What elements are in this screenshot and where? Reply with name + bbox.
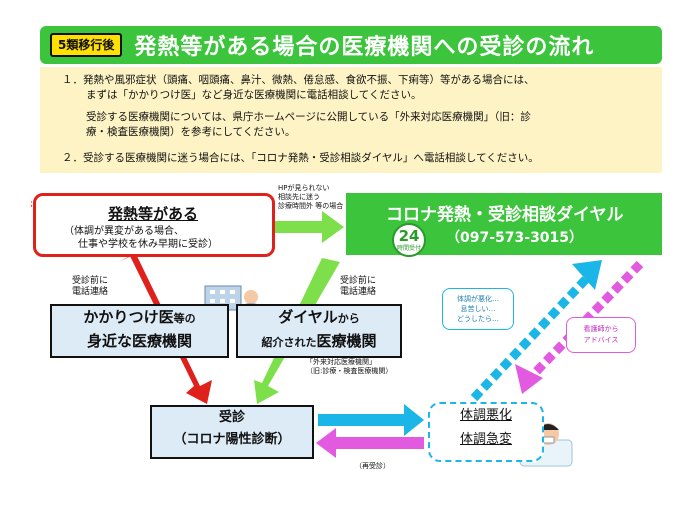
kakari-line-1a: かかりつけ医	[83, 308, 174, 326]
consult-line-2: （コロナ陽性診断）	[173, 432, 291, 447]
re-consult-label: （再受診）	[355, 462, 390, 470]
24h-badge: 24 時間受付	[392, 223, 426, 257]
dialmed-line-1b: から	[337, 312, 360, 325]
arrow-note-line-2: 相談先に迷う	[278, 193, 320, 201]
instruction-line-5: ２．受診する医療機関に迷う場合には、「コロナ発熱・受診相談ダイヤル」へ電話相談し…	[62, 152, 539, 164]
right-phone-note: 受診前に 電話連絡	[340, 276, 376, 298]
bubble-blue-line-1: 体調が悪化…	[457, 295, 499, 303]
phase-badge: 5類移行後	[50, 33, 123, 57]
title-banner: 5類移行後 発熱等がある場合の医療機関への受診の流れ	[40, 26, 662, 64]
kakari-line-2: 身近な医療機関	[86, 332, 192, 350]
fever-sub-line-1: （体調が異変がある場合、	[64, 226, 184, 237]
right-note-line-1: 受診前に	[340, 276, 377, 286]
outpatient-clinic-note: 「外来対応医療機関」 （旧:診療・検査医療機関）	[306, 358, 392, 376]
left-phone-note: 受診前に 電話連絡	[72, 276, 108, 298]
arrow-note-line-1: HPが見られない	[278, 184, 330, 192]
dial-title: コロナ発熱・受診相談ダイヤル	[386, 205, 624, 225]
change-line-1: 体調悪化	[459, 408, 512, 423]
instruction-box: １．発熱や風邪症状（頭痛、咽頭痛、鼻汁、微熱、倦怠感、食欲不振、下痢等）等がある…	[40, 67, 662, 173]
consult-line-1: 受診	[218, 410, 245, 425]
dialmed-line-2a: 紹介された	[261, 336, 317, 349]
kakari-line-1b: 等の	[173, 312, 196, 325]
arrow-blue-to-change	[318, 404, 424, 436]
arrow-note-line-3: 診療時間外 等の場合	[278, 202, 344, 210]
consultation-box: 受診 （コロナ陽性診断）	[150, 405, 314, 459]
family-doctor-box: かかりつけ医等の 身近な医療機関	[50, 304, 229, 358]
change-line-2: 体調急変	[459, 432, 512, 447]
condition-change-box: 体調悪化 体調急変	[428, 402, 544, 462]
arrow-pink-back	[316, 428, 424, 458]
instruction-line-1: １．発熱や風邪症状（頭痛、咽頭痛、鼻汁、微熱、倦怠感、食欲不振、下痢等）等がある…	[62, 74, 535, 86]
referred-clinic-box: ダイヤルから 紹介された医療機関	[236, 304, 402, 358]
svg-text:;: ;	[30, 199, 33, 209]
dialmed-line-1a: ダイヤル	[278, 308, 338, 326]
left-note-line-1: 受診前に	[72, 276, 109, 286]
instruction-line-4: 療・検査医療機関）を参考にしてください。	[86, 126, 296, 138]
bubble-blue-line-2: 息苦しい…	[460, 305, 496, 313]
dialmed-line-2b: 医療機関	[316, 332, 377, 350]
dotted-pink-down	[526, 260, 644, 382]
bubble-blue-line-3: どうしたら…	[457, 315, 499, 323]
page-title: 発熱等がある場合の医療機関への受診の流れ	[134, 35, 595, 60]
gairai-note-line-1: 「外来対応医療機関」	[306, 358, 376, 366]
fever-subtitle: （体調が異変がある場合、 仕事や学校を休み早期に受診）	[64, 225, 218, 251]
bubble-pink-line-2: アドバイス	[583, 336, 619, 344]
bubble-pink-line-1: 看護師から	[583, 325, 619, 333]
left-note-line-2: 電話連絡	[72, 287, 109, 297]
fever-sub-line-2: 仕事や学校を休み早期に受診）	[78, 239, 218, 250]
24h-text: 時間受付	[396, 245, 421, 252]
instruction-line-3: 受診する医療機関については、県庁ホームページに公開している「外来対応医療機関」（…	[86, 111, 531, 123]
nurse-advice-bubble: 看護師から アドバイス	[566, 317, 636, 353]
patient-speech-bubble: 体調が悪化… 息苦しい… どうしたら…	[442, 288, 514, 330]
dial-phone: （097-573-3015）	[446, 230, 584, 246]
fever-title: 発熱等がある	[108, 205, 199, 223]
arrow-red-to-consult	[118, 254, 212, 404]
arrow-note-top: HPが見られない 相談先に迷う 診療時間外 等の場合	[278, 184, 343, 211]
arrow-to-dial	[270, 211, 344, 243]
24h-number: 24	[398, 227, 420, 245]
instruction-line-2: まずは「かかりつけ医」など身近な医療機関に電話相談してください。	[86, 89, 422, 101]
right-note-line-2: 電話連絡	[340, 287, 377, 297]
consultation-dial-box: コロナ発熱・受診相談ダイヤル 24 時間受付 （097-573-3015）	[346, 193, 662, 257]
fever-box: 発熱等がある （体調が異変がある場合、 仕事や学校を休み早期に受診）	[33, 193, 275, 257]
gairai-note-line-2: （旧:診療・検査医療機関）	[306, 367, 393, 375]
